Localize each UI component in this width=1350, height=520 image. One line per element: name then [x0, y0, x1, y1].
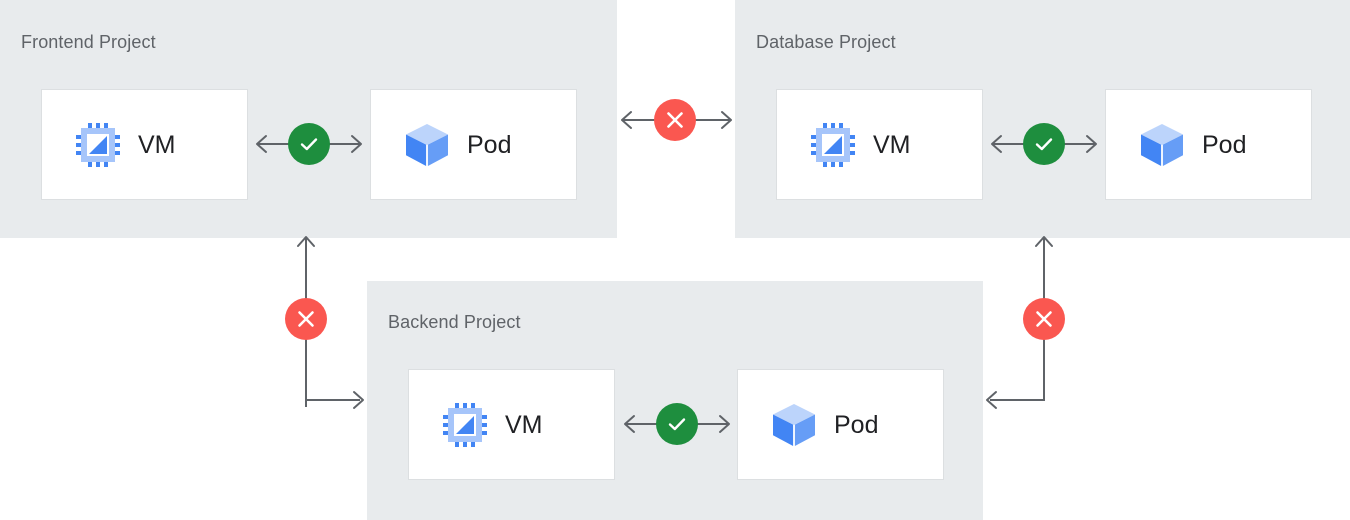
x-circle-icon — [664, 109, 686, 131]
project-title-backend: Backend Project — [388, 312, 521, 332]
resource-label-database-vm: VM — [873, 130, 911, 159]
resource-label-frontend-pod: Pod — [467, 130, 512, 159]
check-circle-icon — [665, 412, 689, 436]
resource-card-frontend-pod[interactable]: Pod — [370, 89, 577, 200]
pod-cube-icon — [770, 401, 818, 449]
check-circle-icon — [1032, 132, 1056, 156]
resource-card-frontend-vm[interactable]: VM — [41, 89, 248, 200]
status-badge-blocked-backend-frontend[interactable] — [285, 298, 327, 340]
resource-card-database-pod[interactable]: Pod — [1105, 89, 1312, 200]
resource-label-database-pod: Pod — [1202, 130, 1247, 159]
status-badge-allowed-backend[interactable] — [656, 403, 698, 445]
resource-label-backend-vm: VM — [505, 410, 543, 439]
vm-chip-icon — [74, 121, 122, 169]
pod-cube-icon — [1138, 121, 1186, 169]
resource-label-frontend-vm: VM — [138, 130, 176, 159]
status-badge-allowed-database[interactable] — [1023, 123, 1065, 165]
resource-label-backend-pod: Pod — [834, 410, 879, 439]
x-circle-icon — [1033, 308, 1055, 330]
vm-chip-icon — [441, 401, 489, 449]
vm-chip-icon — [809, 121, 857, 169]
resource-card-database-vm[interactable]: VM — [776, 89, 983, 200]
project-title-database: Database Project — [756, 32, 896, 52]
resource-card-backend-vm[interactable]: VM — [408, 369, 615, 480]
project-title-frontend: Frontend Project — [21, 32, 156, 52]
resource-card-backend-pod[interactable]: Pod — [737, 369, 944, 480]
status-badge-allowed-frontend[interactable] — [288, 123, 330, 165]
x-circle-icon — [295, 308, 317, 330]
pod-cube-icon — [403, 121, 451, 169]
check-circle-icon — [297, 132, 321, 156]
status-badge-blocked-backend-database[interactable] — [1023, 298, 1065, 340]
status-badge-blocked-frontend-database[interactable] — [654, 99, 696, 141]
